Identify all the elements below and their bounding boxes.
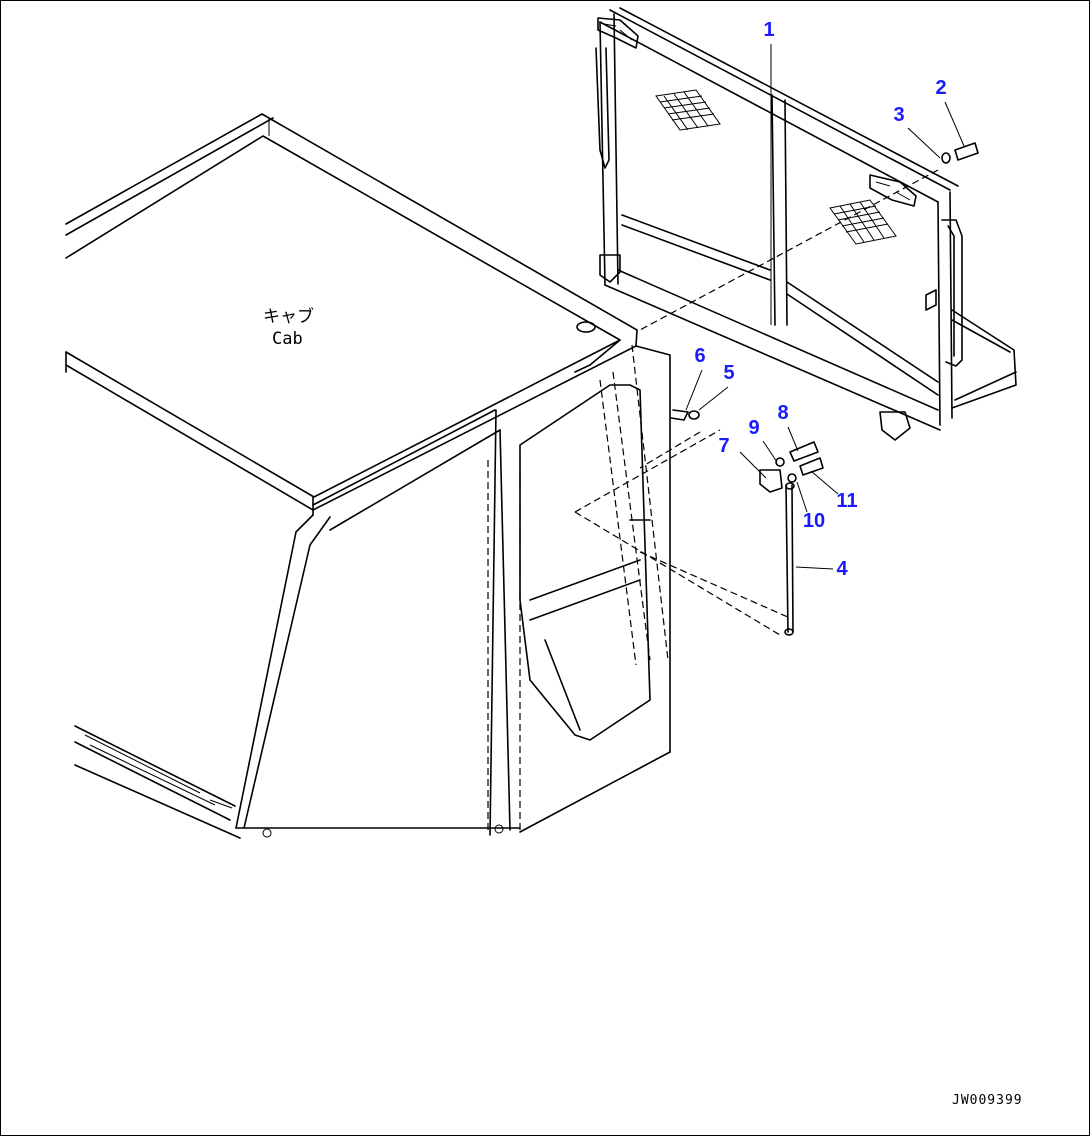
- callout-leader-9: [762, 440, 778, 463]
- callout-leader-6: [685, 369, 703, 411]
- callout-layer: 1 2 3 4 56 7 89 10 11: [685, 19, 965, 580]
- callout-leader-3: [907, 127, 941, 159]
- cab-label-en: Cab: [272, 329, 303, 349]
- cab-label-jp: キャブ: [263, 306, 314, 327]
- cab-drawing: キャブ Cab: [65, 113, 791, 839]
- callout-number-1: 1: [763, 19, 774, 41]
- mesh-patch: [655, 89, 897, 245]
- callout-leader-4: [795, 566, 834, 570]
- callout-leader-11: [810, 470, 839, 495]
- callout-number-7: 7: [718, 435, 729, 457]
- callout-leader-10: [796, 481, 808, 513]
- callout-number-5: 5: [723, 362, 734, 384]
- hardware-parts: [639, 142, 979, 636]
- callout-number-9: 9: [748, 417, 759, 439]
- callout-leader-8: [787, 426, 799, 452]
- callout-number-8: 8: [777, 402, 788, 424]
- drawing-code: JW009399: [952, 1093, 1023, 1108]
- callout-number-2: 2: [935, 77, 946, 99]
- callout-number-3: 3: [893, 104, 904, 126]
- callout-leader-7: [739, 451, 767, 479]
- callout-number-11: 11: [836, 490, 857, 512]
- callout-leader-5: [698, 386, 729, 411]
- callout-number-4: 4: [836, 558, 848, 580]
- callout-number-6: 6: [694, 345, 705, 367]
- callout-leader-2: [944, 101, 965, 147]
- rear-guard-frame: [595, 7, 1017, 441]
- callout-number-10: 10: [803, 510, 825, 532]
